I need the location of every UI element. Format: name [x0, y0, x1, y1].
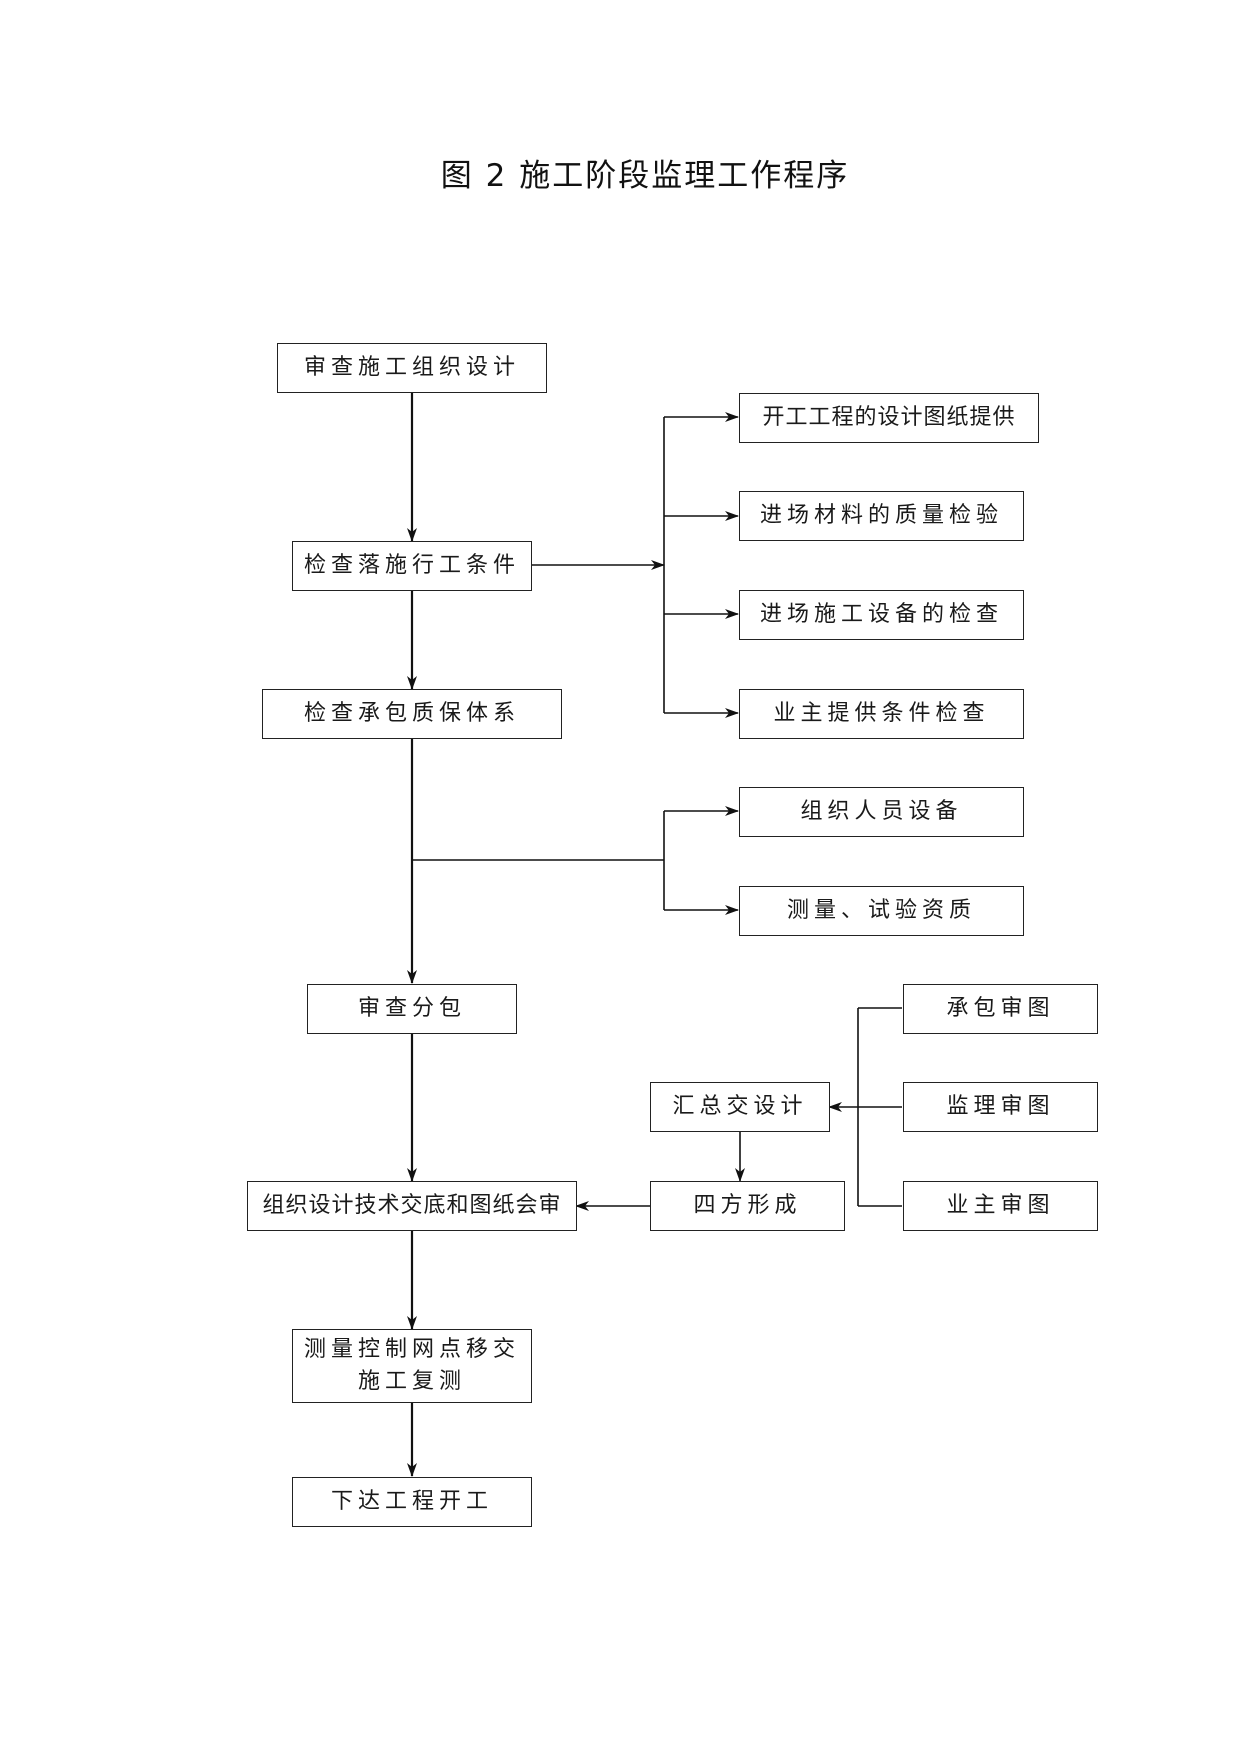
- personnel-equipment-box: 组织人员设备: [739, 787, 1024, 837]
- design-drawings-box: 开工工程的设计图纸提供: [739, 393, 1039, 443]
- contractor-drawing-review-box: 承包审图: [903, 984, 1098, 1034]
- review-construction-design-box: 审查施工组织设计: [277, 343, 547, 393]
- technical-briefing-box: 组织设计技术交底和图纸会审: [247, 1181, 577, 1231]
- issue-start-order-box: 下达工程开工: [292, 1477, 532, 1527]
- owner-drawing-review-box: 业主审图: [903, 1181, 1098, 1231]
- owner-conditions-box: 业主提供条件检查: [739, 689, 1024, 739]
- four-party-formation-box: 四方形成: [650, 1181, 845, 1231]
- page-title: 图 2 施工阶段监理工作程序: [440, 158, 850, 194]
- supervisor-drawing-review-box: 监理审图: [903, 1082, 1098, 1132]
- submit-to-designer-box: 汇总交设计: [650, 1082, 830, 1132]
- survey-handover-box: 测量控制网点移交 施工复测: [292, 1329, 532, 1403]
- check-start-conditions-box: 检查落施行工条件: [292, 541, 532, 591]
- materials-inspection-box: 进场材料的质量检验: [739, 491, 1024, 541]
- equipment-inspection-box: 进场施工设备的检查: [739, 590, 1024, 640]
- review-subcontract-box: 审查分包: [307, 984, 517, 1034]
- check-qa-system-box: 检查承包质保体系: [262, 689, 562, 739]
- survey-test-qualification-box: 测量、试验资质: [739, 886, 1024, 936]
